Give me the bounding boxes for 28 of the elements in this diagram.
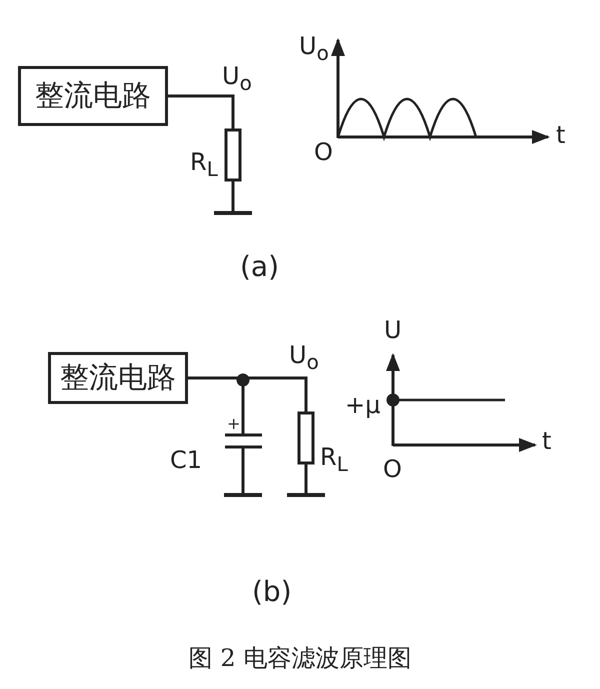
ground-symbol bbox=[224, 493, 262, 497]
wire bbox=[304, 462, 308, 495]
axis-label: t bbox=[542, 429, 552, 453]
origin-label: O bbox=[383, 457, 402, 481]
polarity-mark: + bbox=[227, 416, 240, 432]
component-label: R$_{L}$ bbox=[320, 445, 348, 474]
voltage-label: U$_{o}$ bbox=[289, 343, 319, 372]
capacitor-symbol bbox=[224, 434, 264, 448]
wire bbox=[168, 94, 234, 130]
panel-label: (a) bbox=[240, 253, 280, 281]
process-box: 整流电路 bbox=[48, 352, 188, 404]
resistor-symbol bbox=[224, 128, 242, 182]
component-label: R$_{L}$ bbox=[190, 150, 218, 179]
axis-label: U bbox=[384, 318, 402, 342]
ground-symbol bbox=[214, 211, 252, 215]
value-label: +μ bbox=[345, 393, 380, 417]
panel-label: (b) bbox=[252, 578, 292, 606]
wire bbox=[232, 178, 234, 213]
axis-label: U$_{o}$ bbox=[299, 34, 329, 63]
resistor-symbol bbox=[298, 412, 314, 464]
voltage-label: U$_{o}$ bbox=[222, 64, 252, 93]
axis-label: t bbox=[556, 123, 566, 147]
figure-caption: 图 2 电容滤波原理图 bbox=[188, 644, 412, 672]
origin-label: O bbox=[314, 140, 333, 164]
ground-symbol bbox=[287, 493, 325, 497]
component-label: C1 bbox=[170, 448, 202, 472]
wire bbox=[242, 446, 244, 495]
process-box: 整流电路 bbox=[18, 66, 168, 126]
